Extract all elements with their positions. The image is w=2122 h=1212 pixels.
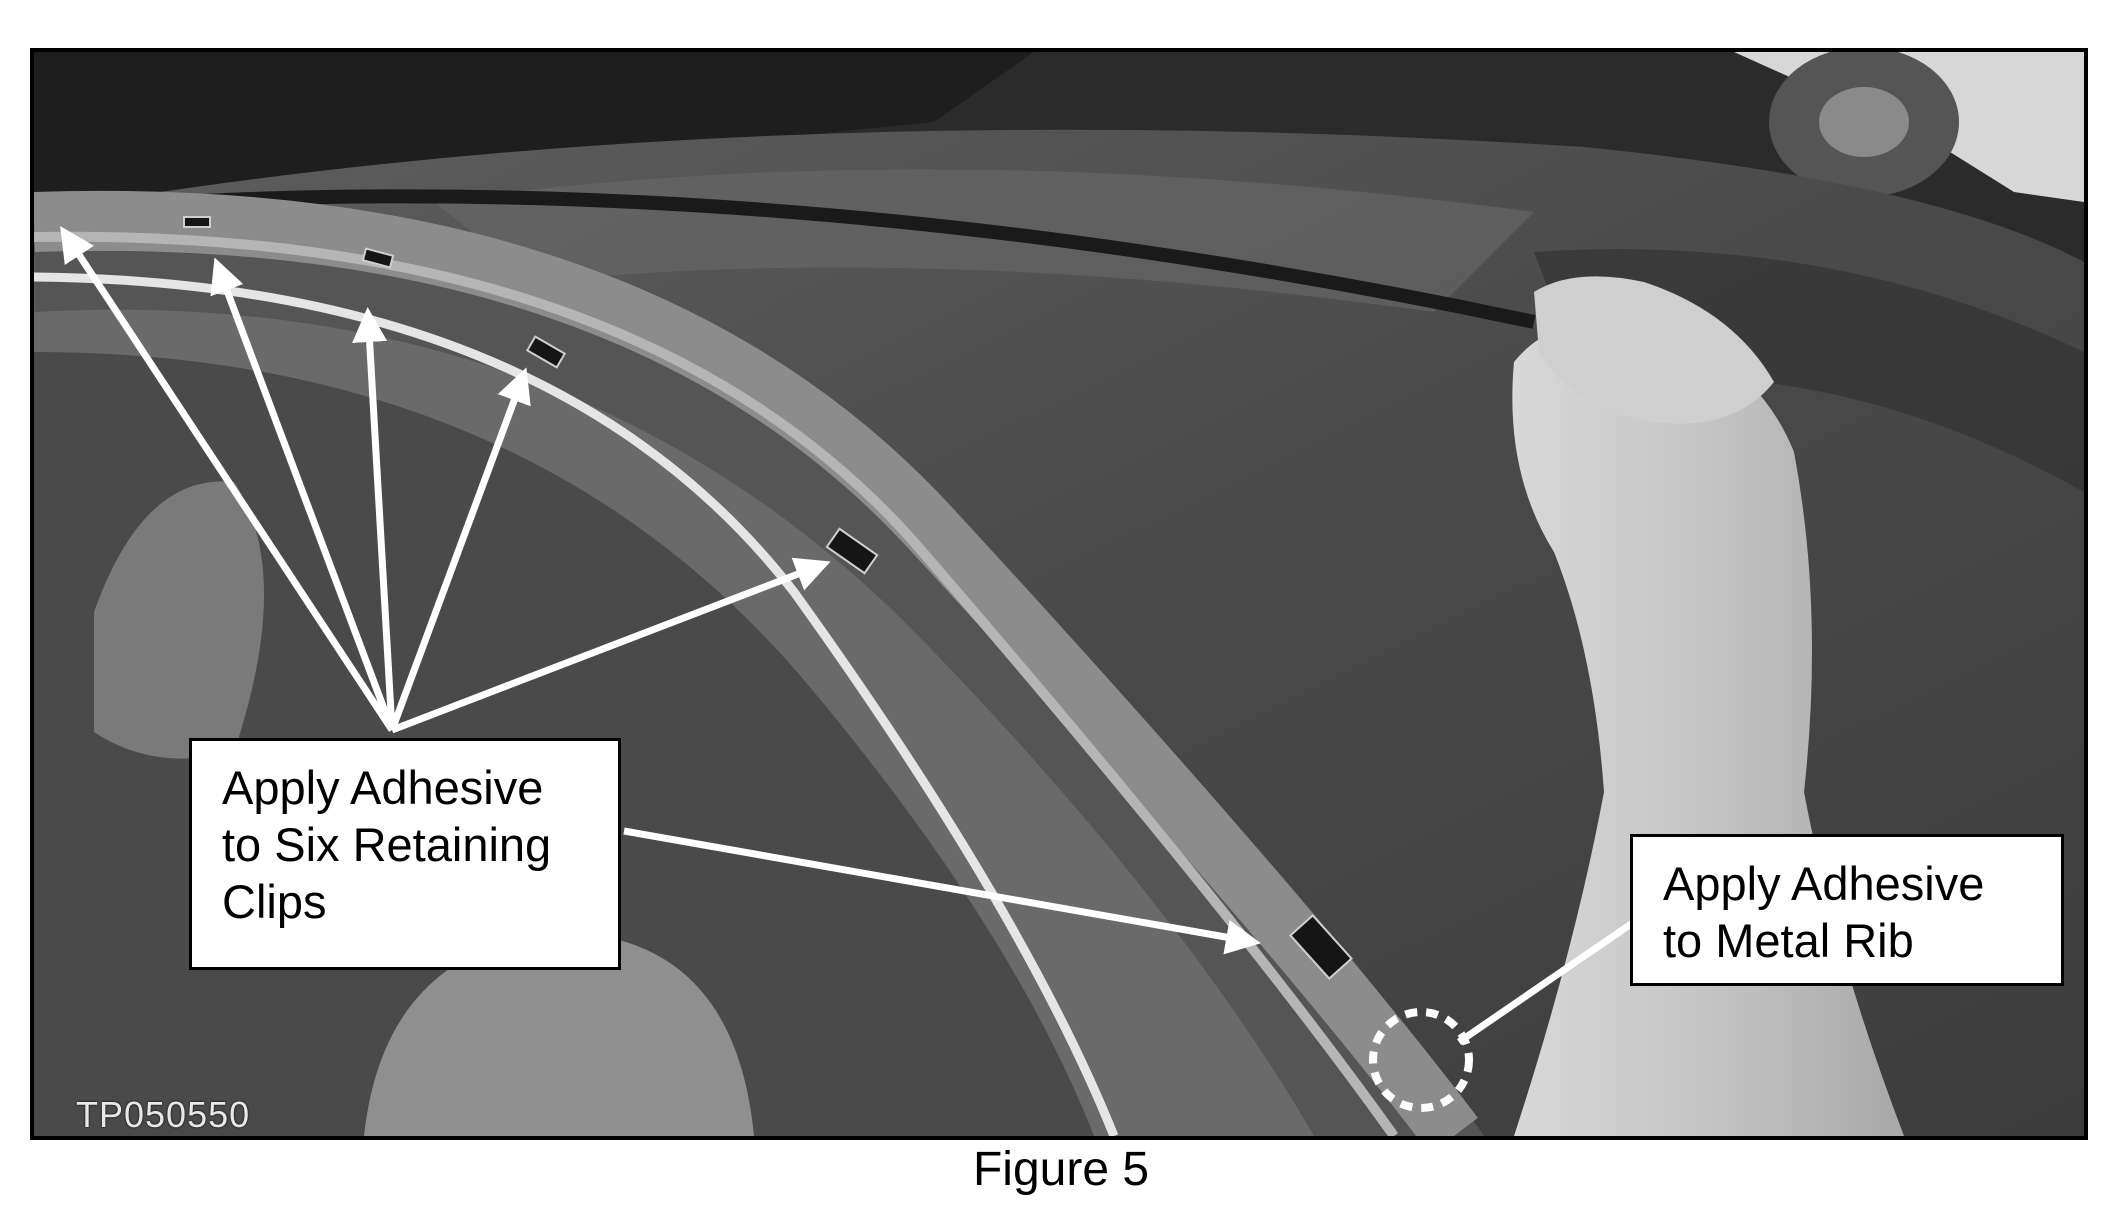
callout-arrows	[60, 226, 1636, 1045]
callout-clips-line-2: to Six Retaining	[222, 818, 552, 871]
arrow-clip-4	[388, 367, 531, 732]
callout-rib-line-1: Apply Adhesive	[1663, 857, 1985, 910]
callout-metal-rib: Apply Adhesive to Metal Rib	[1630, 834, 2064, 986]
metal-rib-highlight	[1369, 1008, 1473, 1112]
callout-rib-line-2: to Metal Rib	[1663, 914, 1914, 967]
callout-clips-line-1: Apply Adhesive	[222, 761, 544, 814]
interior-seat	[364, 932, 754, 1136]
arrow-metal-rib	[1457, 919, 1636, 1045]
image-id-label: TP050550	[76, 1094, 251, 1135]
arrow-clip-3	[352, 307, 396, 731]
retaining-clip	[525, 335, 567, 369]
arrow-clip-6	[623, 827, 1261, 955]
technician-hand	[1534, 276, 1774, 424]
retaining-clip	[361, 247, 395, 269]
callout-six-retaining-clips: Apply Adhesive to Six Retaining Clips	[189, 738, 621, 970]
retaining-clip	[183, 216, 211, 228]
arrow-clip-1	[60, 226, 395, 732]
retaining-clips	[183, 216, 1353, 981]
figure-frame: Apply Adhesive to Six Retaining Clips Ap…	[30, 48, 2088, 1140]
figure-caption: Figure 5	[972, 1143, 1150, 1196]
retaining-clip	[1289, 913, 1353, 981]
callout-clips-line-3: Clips	[222, 875, 327, 928]
arrow-clip-5	[390, 557, 831, 734]
retaining-clip	[825, 527, 879, 575]
arrow-clip-2	[210, 257, 396, 732]
